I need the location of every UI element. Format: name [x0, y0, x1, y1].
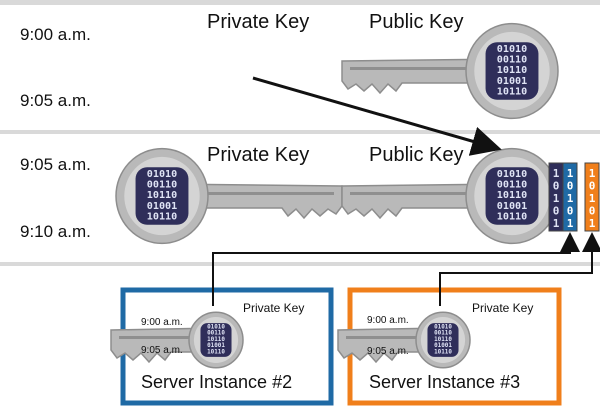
svg-text:0: 0 — [553, 205, 560, 218]
svg-text:00110: 00110 — [207, 330, 225, 337]
svg-text:10110: 10110 — [497, 65, 527, 76]
svg-text:10110: 10110 — [434, 348, 452, 355]
top-divider — [0, 0, 600, 5]
svg-text:01010: 01010 — [434, 323, 452, 330]
arrow-top-public-to-middle — [252, 76, 502, 156]
svg-text:0: 0 — [589, 180, 596, 193]
middle-time-2: 9:10 a.m. — [20, 222, 91, 241]
svg-text:01001: 01001 — [147, 201, 177, 212]
svg-text:01001: 01001 — [497, 201, 527, 212]
middle-private-key-label: Private Key — [207, 144, 310, 166]
svg-text:00110: 00110 — [497, 180, 527, 191]
instance-2-name: Server Instance #2 — [141, 372, 293, 392]
svg-text:1: 1 — [553, 217, 560, 230]
svg-text:1: 1 — [589, 217, 596, 230]
svg-text:01010: 01010 — [147, 169, 177, 180]
svg-text:10110: 10110 — [147, 190, 177, 201]
top-time-2: 9:05 a.m. — [20, 91, 91, 110]
top-public-key-label: Public Key — [369, 11, 464, 33]
svg-text:0: 0 — [553, 180, 560, 193]
svg-text:01010: 01010 — [207, 323, 225, 330]
svg-text:1: 1 — [553, 167, 560, 180]
svg-text:00110: 00110 — [434, 330, 452, 337]
svg-text:0: 0 — [567, 205, 574, 218]
middle-time-1: 9:05 a.m. — [20, 155, 91, 174]
svg-text:10110: 10110 — [434, 336, 452, 343]
top-private-key-label: Private Key — [207, 11, 310, 33]
svg-text:00110: 00110 — [147, 180, 177, 191]
instance-3-time-2: 9:05 a.m. — [367, 346, 409, 357]
top-time-1: 9:00 a.m. — [20, 25, 91, 44]
svg-text:00110: 00110 — [497, 55, 527, 66]
middle-divider — [0, 130, 600, 134]
svg-text:0: 0 — [567, 180, 574, 193]
arrow-instance-3-to-orange-block — [439, 232, 600, 306]
svg-text:1: 1 — [553, 192, 560, 205]
instance-2-private-key-label: Private Key — [243, 301, 305, 315]
middle-public-key-label: Public Key — [369, 144, 464, 166]
svg-text:01010: 01010 — [497, 44, 527, 55]
svg-text:10110: 10110 — [147, 211, 177, 222]
svg-text:1: 1 — [589, 167, 596, 180]
instance-2-time-1: 9:00 a.m. — [141, 317, 183, 328]
instance-3-name: Server Instance #3 — [369, 372, 521, 392]
svg-text:01001: 01001 — [497, 76, 527, 87]
svg-text:01010: 01010 — [497, 169, 527, 180]
arrow-instance-2-to-blue-block — [212, 232, 580, 306]
svg-text:10110: 10110 — [497, 211, 527, 222]
svg-text:1: 1 — [567, 217, 574, 230]
svg-text:10110: 10110 — [207, 348, 225, 355]
bottom-divider — [0, 262, 600, 266]
instance-3-time-1: 9:00 a.m. — [367, 315, 409, 326]
svg-text:01001: 01001 — [434, 342, 452, 349]
instance-3-private-key-label: Private Key — [472, 301, 534, 315]
svg-text:01001: 01001 — [207, 342, 225, 349]
svg-text:1: 1 — [567, 167, 574, 180]
svg-text:1: 1 — [567, 192, 574, 205]
svg-text:10110: 10110 — [207, 336, 225, 343]
svg-text:10110: 10110 — [497, 190, 527, 201]
instance-2-time-2: 9:05 a.m. — [141, 345, 183, 356]
svg-text:0: 0 — [589, 205, 596, 218]
svg-text:10110: 10110 — [497, 86, 527, 97]
svg-text:1: 1 — [589, 192, 596, 205]
keys-layer: 0101000110101100100110110010100011010110… — [110, 22, 559, 369]
